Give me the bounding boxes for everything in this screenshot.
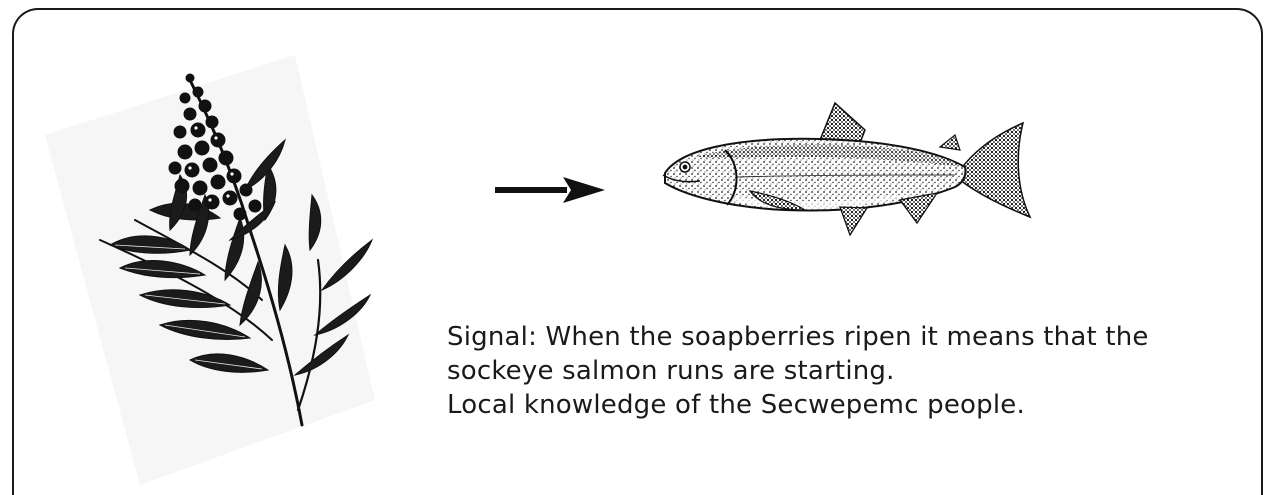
caption-line-2: sockeye salmon runs are starting. xyxy=(447,354,1247,388)
caption-line-1: Signal: When the soapberries ripen it me… xyxy=(447,320,1247,354)
caption-line-3: Local knowledge of the Secwepemc people. xyxy=(447,388,1247,422)
sockeye-salmon-illustration xyxy=(655,95,1035,255)
signal-caption: Signal: When the soapberries ripen it me… xyxy=(447,320,1247,422)
right-arrow-icon xyxy=(495,177,605,203)
soapberry-plant-illustration xyxy=(40,40,380,485)
